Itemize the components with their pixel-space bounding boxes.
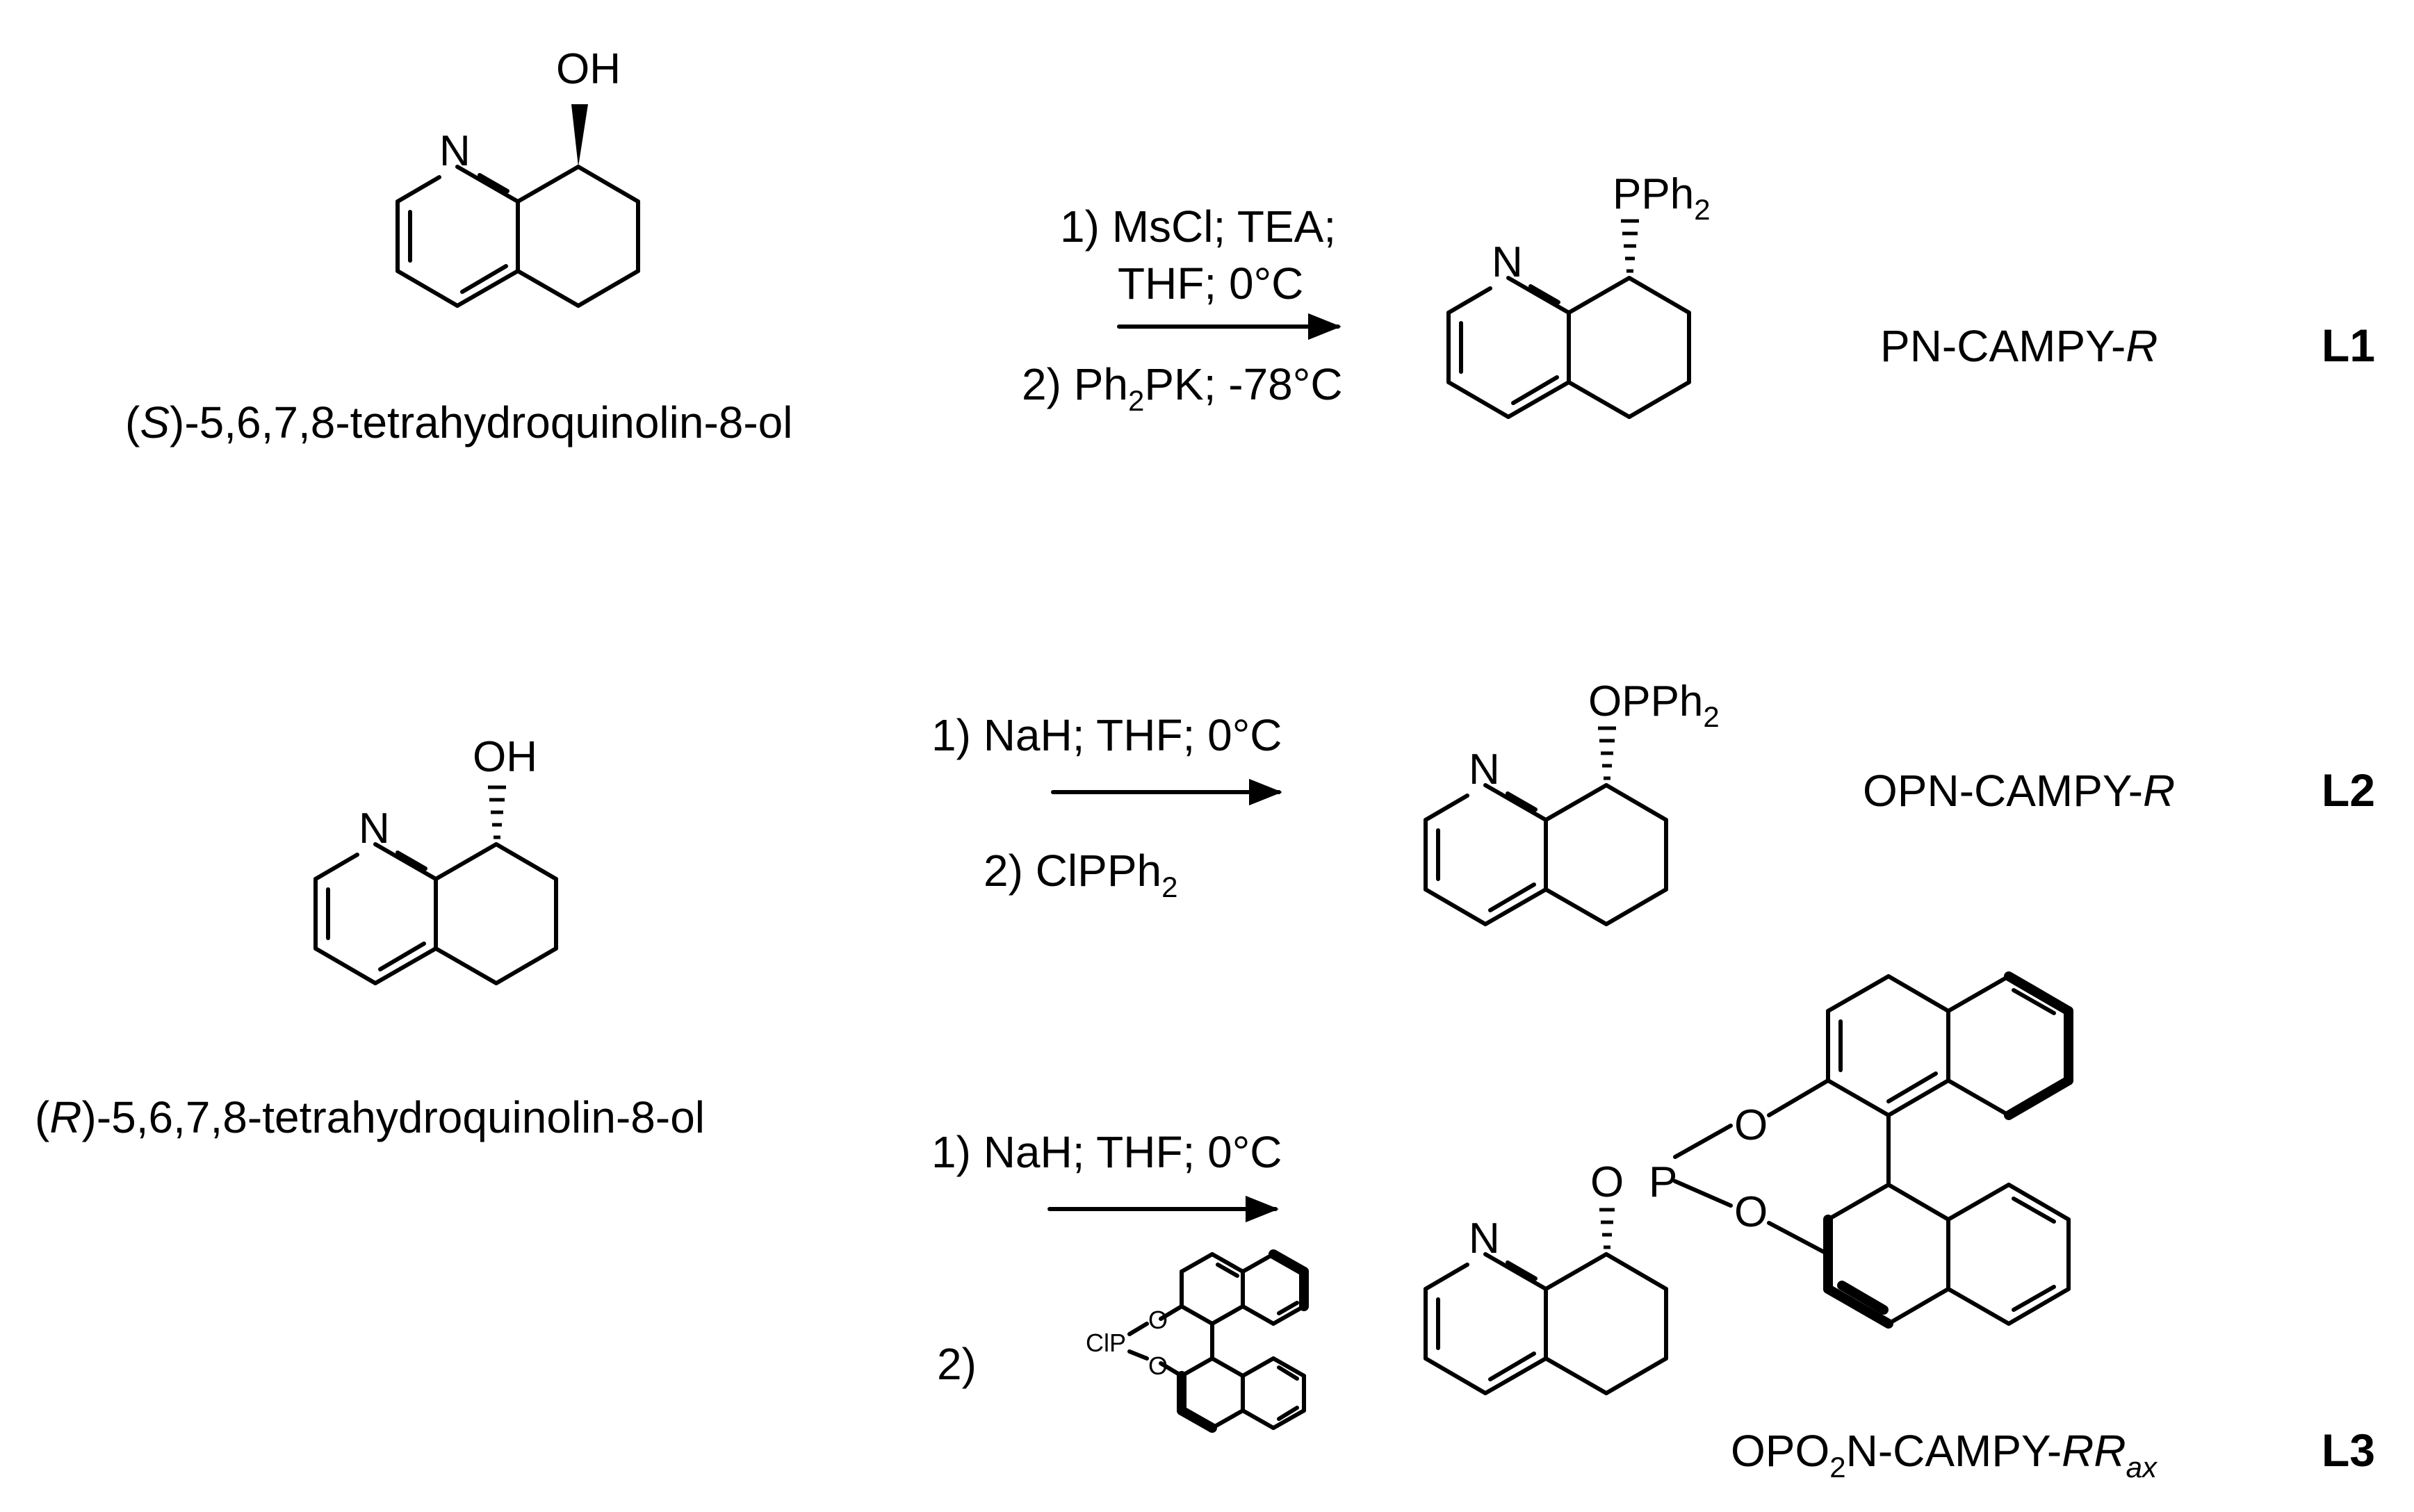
l3-o-link: O [1590, 1158, 1624, 1206]
reagent-binol-chlorophosphite [1127, 1249, 1309, 1433]
cond2-line2: 2) ClPPh2 [984, 846, 1177, 903]
sm1-structure [395, 104, 640, 308]
l2-id: L2 [2322, 764, 2375, 816]
sm2-name: (R)-5,6,7,8-tetrahydroquinolin-8-ol [35, 1092, 705, 1142]
l3-id: L3 [2322, 1424, 2375, 1476]
sm2-hydroxyl: OH [473, 733, 537, 781]
sm2-nitrogen: N [359, 805, 390, 853]
l1-id: L1 [2322, 320, 2375, 371]
cond1-line2: THF; 0°C [1118, 258, 1303, 309]
product-l1-structure [1446, 219, 1691, 419]
reagent-clp: ClP [1086, 1329, 1126, 1357]
cond3-line2: 2) [937, 1339, 977, 1389]
product-l3-structure [1424, 971, 2073, 1395]
cond3-line1: 1) NaH; THF; 0°C [931, 1127, 1282, 1177]
l2-name: OPN-CAMPY-R [1863, 766, 2175, 816]
cond1-line3: 2) Ph2PK; -78°C [1022, 359, 1343, 417]
product-l2-structure [1424, 726, 1668, 926]
reagent-o-upper: O [1148, 1306, 1168, 1334]
l3-o-lower: O [1734, 1188, 1768, 1236]
cond1-line1: 1) MsCl; TEA; [1060, 202, 1336, 252]
sm1-hydroxyl: OH [556, 45, 621, 93]
l1-substituent: PPh2 [1613, 170, 1711, 226]
reagent-o-lower: O [1148, 1351, 1168, 1380]
l3-name: OPO2N-CAMPY-RRax [1731, 1426, 2158, 1484]
l1-nitrogen: N [1492, 238, 1523, 286]
l2-substituent: OPPh2 [1588, 677, 1720, 733]
sm1-name: (S)-5,6,7,8-tetrahydroquinolin-8-ol [125, 397, 792, 447]
l2-nitrogen: N [1469, 746, 1500, 794]
sm2-structure [313, 785, 558, 985]
l3-phosphorus: P [1649, 1158, 1677, 1206]
sm1-nitrogen: N [439, 127, 471, 175]
cond2-line1: 1) NaH; THF; 0°C [931, 710, 1282, 760]
l3-o-upper: O [1734, 1101, 1768, 1149]
l1-name: PN-CAMPY-R [1880, 321, 2158, 371]
l3-nitrogen: N [1469, 1215, 1500, 1263]
